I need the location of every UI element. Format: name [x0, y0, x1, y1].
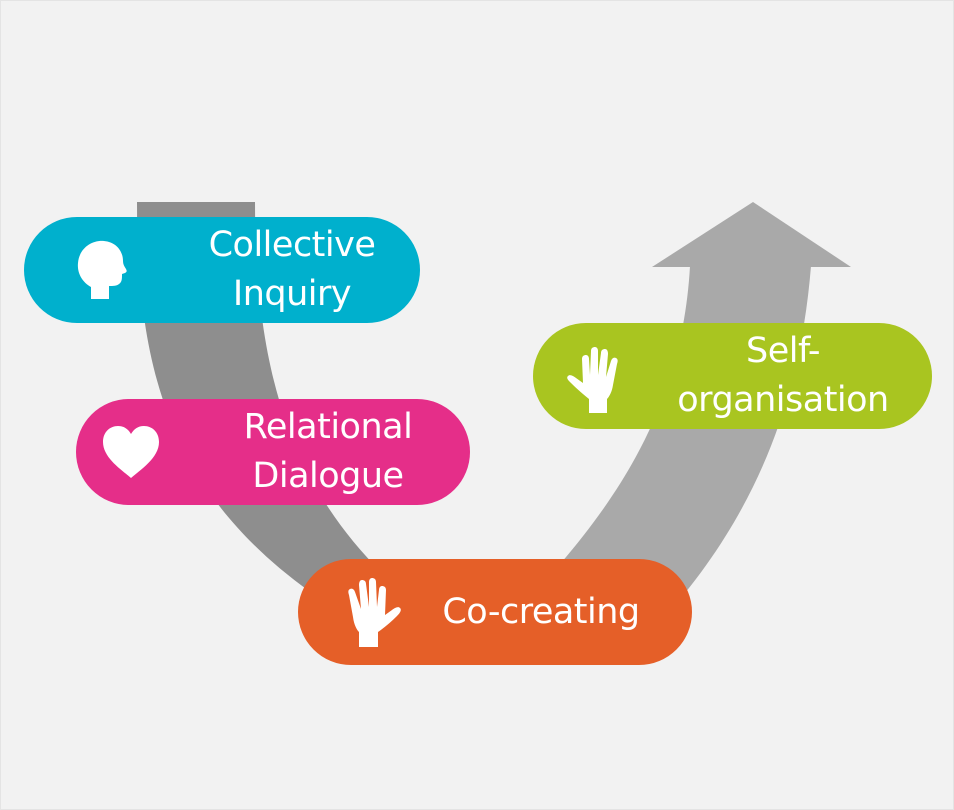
u-arrow-head [652, 202, 851, 267]
stage-co-creating: Co-creating [298, 559, 692, 665]
head-icon [77, 240, 127, 299]
heart-icon [103, 426, 159, 478]
stage-label-co-creating: Co-creating [442, 591, 640, 632]
stage-label-relational-dialogue: Relational Dialogue [243, 407, 413, 496]
hand-icon [567, 347, 618, 413]
stage-label-collective-inquiry: Collective Inquiry [208, 225, 376, 314]
stage-collective-inquiry: Collective Inquiry [24, 217, 420, 323]
stage-relational-dialogue: Relational Dialogue [76, 399, 470, 505]
stage-self-organisation: Self- organisation [533, 323, 932, 429]
hand-icon [348, 578, 401, 647]
stage-label-self-organisation: Self- organisation [677, 331, 889, 420]
